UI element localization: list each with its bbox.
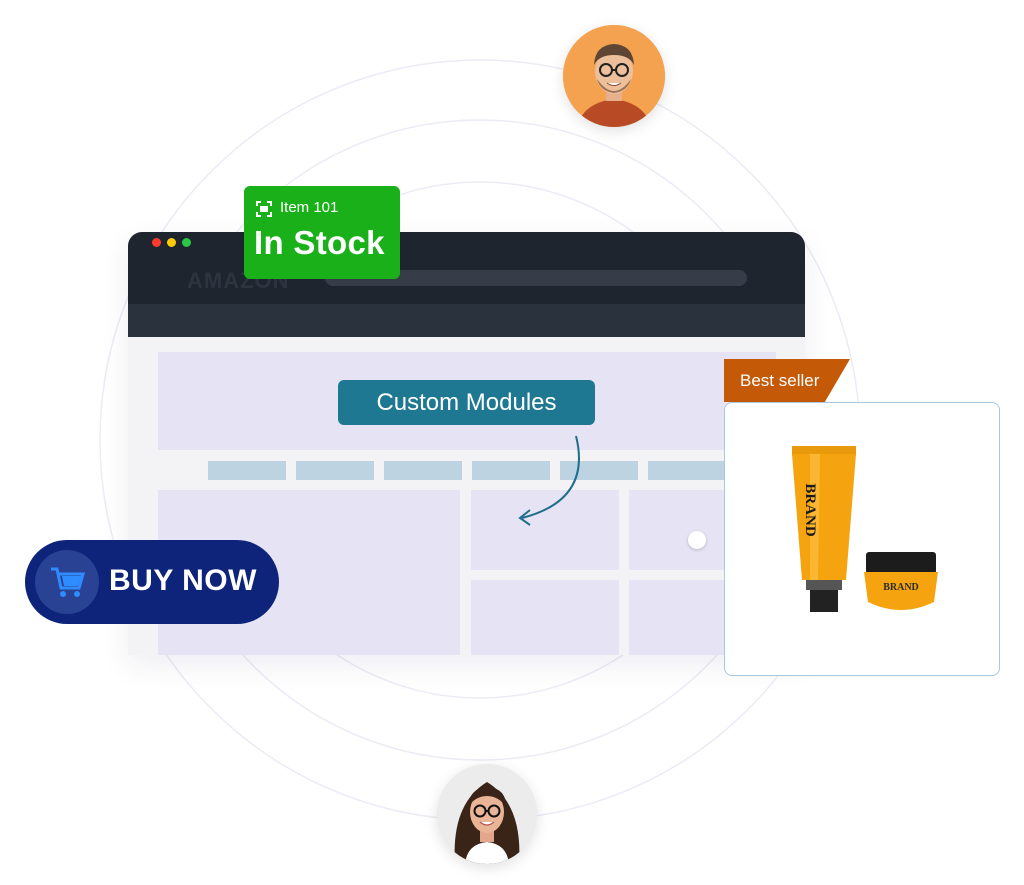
address-bar: [325, 270, 747, 286]
product-image: BRAND BRAND: [792, 446, 938, 612]
carousel-indicator-dot[interactable]: [688, 531, 706, 549]
custom-modules-label[interactable]: Custom Modules: [338, 380, 595, 425]
best-seller-label: Best seller: [740, 371, 820, 390]
navigation-bar: [128, 304, 805, 398]
browser-title-bar: AMAZON: [128, 232, 805, 304]
jar-brand-text: BRAND: [883, 582, 919, 593]
item-number: Item 101: [280, 199, 339, 216]
product-card[interactable]: [724, 402, 1000, 676]
maximize-dot-icon: [182, 238, 191, 247]
nav-pill-placeholder: [384, 461, 462, 480]
buy-now-button[interactable]: BUY NOW: [25, 540, 279, 624]
module-block: [471, 490, 619, 570]
nav-pill-placeholder: [648, 461, 726, 480]
nav-pill-placeholder: [296, 461, 374, 480]
nav-pill-placeholder: [472, 461, 550, 480]
stock-status: In Stock: [254, 224, 385, 261]
shopping-cart-icon: [51, 567, 85, 597]
in-stock-badge: Item 101 In Stock: [244, 186, 400, 279]
module-block: [471, 580, 619, 655]
buy-now-label: BUY NOW: [109, 564, 257, 597]
avatar-man: [563, 25, 665, 127]
minimize-dot-icon: [167, 238, 176, 247]
nav-pill-placeholder: [208, 461, 286, 480]
avatar-woman: [437, 764, 537, 864]
cart-icon-circle: [35, 550, 99, 614]
scan-icon: [256, 201, 272, 217]
close-dot-icon: [152, 238, 161, 247]
tube-brand-text: BRAND: [802, 483, 818, 537]
curved-arrow-icon: [518, 435, 580, 526]
